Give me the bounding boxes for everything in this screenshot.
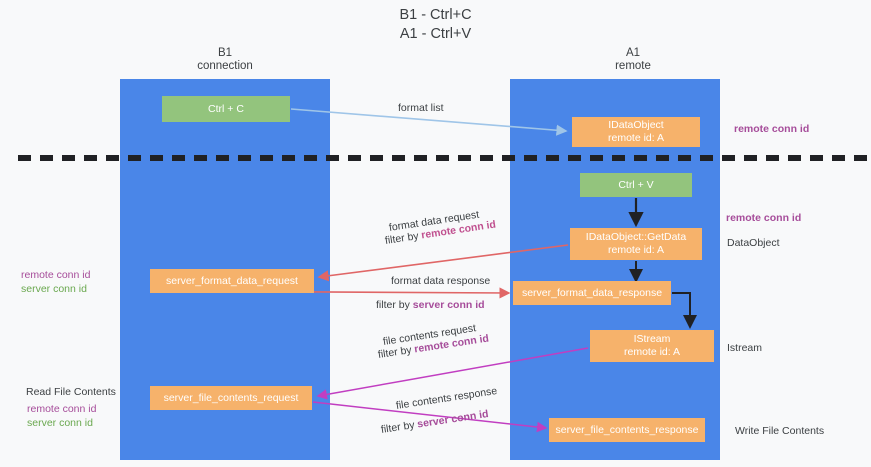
label-left-remote-conn-id: remote conn id	[21, 269, 91, 281]
section-divider	[18, 155, 867, 161]
filter-key-server-conn-id: server conn id	[412, 299, 485, 311]
edge-label-format-list-text: format list	[398, 102, 444, 114]
divider-dash	[62, 155, 75, 161]
divider-dash	[590, 155, 603, 161]
divider-dash	[766, 155, 779, 161]
node-idataobject-getdata-sub: remote id: A	[607, 244, 665, 256]
label-remote-conn-id-top: remote conn id	[734, 123, 810, 135]
divider-dash	[326, 155, 339, 161]
divider-dash	[458, 155, 471, 161]
node-idataobject-getdata[interactable]: IDataObject::GetData remote id: A	[570, 228, 702, 260]
divider-dash	[128, 155, 141, 161]
divider-dash	[568, 155, 581, 161]
divider-dash	[502, 155, 515, 161]
node-server-file-contents-request[interactable]: server_file_contents_request	[150, 386, 312, 410]
divider-dash	[370, 155, 383, 161]
edge-label-format-data-response-text: format data response	[391, 275, 491, 287]
node-server-format-data-response[interactable]: server_format_data_response	[513, 281, 671, 305]
filter-prefix: filter by	[384, 229, 423, 247]
node-ctrl-c-label: Ctrl + C	[208, 102, 244, 115]
node-server-file-contents-request-label: server_file_contents_request	[163, 391, 299, 404]
label-istream: Istream	[727, 342, 763, 354]
divider-dash	[216, 155, 229, 161]
divider-dash	[106, 155, 119, 161]
label-left-server-conn-id-2: server conn id	[27, 417, 93, 429]
divider-dash	[150, 155, 163, 161]
node-idataobject-sub: remote id: A	[607, 132, 665, 144]
divider-dash	[678, 155, 691, 161]
divider-dash	[788, 155, 801, 161]
label-remote-conn-id-mid: remote conn id	[726, 212, 802, 224]
divider-dash	[810, 155, 823, 161]
divider-dash	[436, 155, 449, 161]
divider-dash	[40, 155, 53, 161]
filter-prefix: filter by	[380, 418, 419, 436]
column-header-b1-name: B1	[217, 47, 233, 59]
node-idataobject-getdata-label: IDataObject::GetData	[585, 231, 687, 243]
node-server-file-contents-response[interactable]: server_file_contents_response	[549, 418, 705, 442]
edge-label-format-data-response-filter: filter by server conn id	[376, 298, 485, 312]
divider-dash	[238, 155, 251, 161]
divider-dash	[282, 155, 295, 161]
node-idataobject-label: IDataObject	[608, 119, 664, 131]
node-server-format-data-response-label: server_format_data_response	[521, 286, 663, 299]
divider-dash	[172, 155, 185, 161]
node-istream-sub: remote id: A	[623, 346, 681, 358]
divider-dash	[634, 155, 647, 161]
divider-dash	[524, 155, 537, 161]
divider-dash	[304, 155, 317, 161]
node-ctrl-v[interactable]: Ctrl + V	[580, 173, 692, 197]
column-header-a1: A1 remote	[528, 47, 738, 73]
node-server-format-data-request[interactable]: server_format_data_request	[150, 269, 314, 293]
divider-dash	[744, 155, 757, 161]
divider-dash	[392, 155, 405, 161]
divider-dash	[260, 155, 273, 161]
divider-dash	[722, 155, 735, 161]
divider-dash	[414, 155, 427, 161]
column-header-b1-role: connection	[197, 60, 253, 72]
divider-dash	[84, 155, 97, 161]
filter-prefix: filter by	[377, 343, 416, 361]
node-server-file-contents-response-label: server_file_contents_response	[555, 423, 699, 436]
divider-dash	[612, 155, 625, 161]
column-header-b1: B1 connection	[120, 47, 330, 73]
label-left-server-conn-id: server conn id	[21, 283, 87, 295]
edge-label-format-list: format list	[398, 101, 444, 115]
column-header-a1-name: A1	[625, 47, 641, 59]
node-server-format-data-request-label: server_format_data_request	[166, 274, 298, 287]
divider-dash	[656, 155, 669, 161]
label-write-file-contents: Write File Contents	[735, 425, 825, 437]
page-title: B1 - Ctrl+C A1 - Ctrl+V	[399, 7, 472, 42]
divider-dash	[194, 155, 207, 161]
divider-dash	[480, 155, 493, 161]
divider-dash	[854, 155, 867, 161]
column-header-a1-role: remote	[615, 60, 651, 72]
divider-dash	[348, 155, 361, 161]
label-read-file-contents: Read File Contents	[26, 386, 116, 398]
node-ctrl-v-label: Ctrl + V	[618, 178, 654, 191]
node-ctrl-c[interactable]: Ctrl + C	[162, 96, 290, 122]
node-idataobject[interactable]: IDataObject remote id: A	[572, 117, 700, 147]
divider-dash	[18, 155, 31, 161]
filter-key-server-conn-id: server conn id	[416, 408, 490, 431]
divider-dash	[546, 155, 559, 161]
edge-label-format-data-response: format data response	[391, 274, 490, 288]
divider-dash	[832, 155, 845, 161]
filter-prefix: filter by	[376, 299, 413, 311]
node-istream-label: IStream	[633, 333, 671, 345]
label-left-remote-conn-id-2: remote conn id	[27, 403, 97, 415]
divider-dash	[700, 155, 713, 161]
label-left-conn-ids-top: remote conn id server conn id	[21, 268, 90, 296]
node-istream[interactable]: IStream remote id: A	[590, 330, 714, 362]
label-dataobject: DataObject	[727, 237, 780, 249]
label-left-conn-ids-bottom: remote conn id server conn id	[27, 402, 96, 430]
